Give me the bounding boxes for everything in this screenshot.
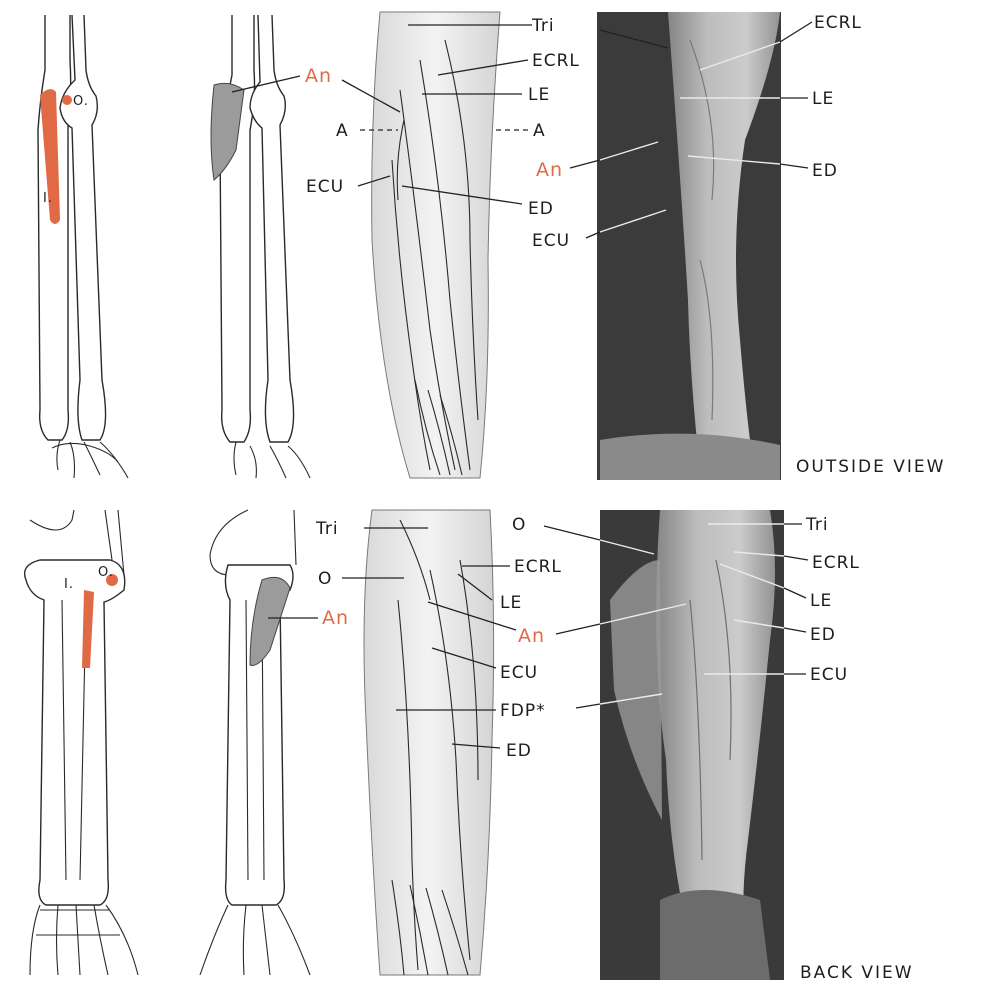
top-photo-panel: ECRL LE An ED ECU bbox=[532, 12, 862, 480]
drawing-label-ecu: ECU bbox=[306, 177, 344, 197]
bottom-skeleton-panel: I. O. bbox=[25, 510, 138, 975]
origin-label: O. bbox=[73, 94, 89, 109]
drawing-label-ecu: ECU bbox=[500, 663, 538, 683]
photo-label-le: LE bbox=[812, 89, 834, 109]
photo-label-an: An bbox=[536, 159, 563, 181]
insertion-label: I. bbox=[64, 577, 74, 592]
top-caption: OUTSIDE VIEW bbox=[796, 457, 945, 477]
drawing-label-tri: Tri bbox=[531, 16, 555, 36]
drawing-label-le: LE bbox=[500, 593, 522, 613]
drawing-label-tri: Tri bbox=[315, 519, 339, 539]
photo-label-tri: Tri bbox=[805, 515, 829, 535]
drawing-label-an: An bbox=[518, 625, 545, 647]
origin-dot bbox=[62, 95, 72, 105]
muscle-label: An bbox=[322, 607, 349, 629]
drawing-label-ecrl: ECRL bbox=[514, 557, 562, 577]
top-muscle-panel: An bbox=[211, 15, 332, 478]
photo-label-ecrl: ECRL bbox=[814, 13, 862, 33]
photo-label-ecu: ECU bbox=[532, 231, 570, 251]
drawing-label-ed: ED bbox=[506, 741, 532, 761]
drawing-label-le: LE bbox=[528, 85, 550, 105]
drawing-label-a-left: A bbox=[336, 121, 349, 141]
top-skeleton-panel: O. I. bbox=[38, 15, 128, 478]
muscle-label: An bbox=[305, 65, 332, 87]
photo-label-o: O bbox=[512, 515, 526, 535]
photo-label-ecrl: ECRL bbox=[812, 553, 860, 573]
insertion-label: I. bbox=[43, 191, 53, 206]
bottom-caption: BACK VIEW bbox=[800, 963, 914, 983]
photo-label-le: LE bbox=[810, 591, 832, 611]
photo-label-ed: ED bbox=[810, 625, 836, 645]
bottom-photo-panel: O Tri ECRL LE ED ECU bbox=[512, 510, 860, 980]
drawing-label-ed: ED bbox=[528, 199, 554, 219]
bottom-drawing-panel: Tri ECRL O LE An ECU FDP* ED bbox=[315, 510, 562, 975]
drawing-label-fdp: FDP* bbox=[500, 701, 546, 721]
origin-label: O. bbox=[98, 565, 114, 580]
photo-label-ed: ED bbox=[812, 161, 838, 181]
drawing-label-ecrl: ECRL bbox=[532, 51, 580, 71]
drawing-label-o: O bbox=[318, 569, 332, 589]
photo-label-ecu: ECU bbox=[810, 665, 848, 685]
drawing-label-a-right: A bbox=[533, 121, 546, 141]
